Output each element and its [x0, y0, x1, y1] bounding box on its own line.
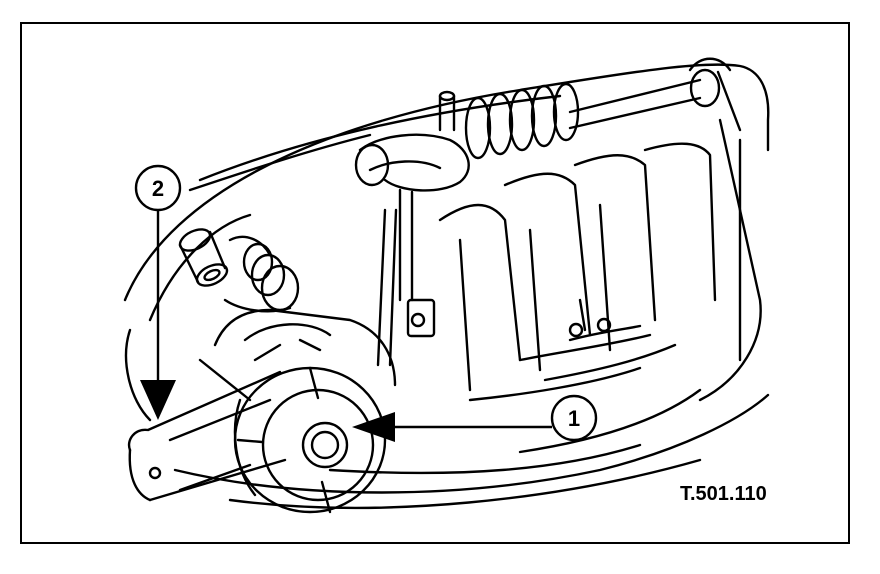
linkage-rod [354, 133, 470, 367]
coil-spring [438, 82, 580, 160]
actuator-drum [198, 308, 397, 514]
fitting-cylinder [178, 228, 229, 287]
callout-1: 1 [352, 394, 598, 442]
callout-2: 2 [134, 164, 182, 420]
top-shaft [568, 57, 742, 132]
housing-arc [148, 213, 252, 322]
callout-2-label: 2 [152, 176, 164, 201]
figure-reference-code: T.501.110 [680, 483, 767, 505]
callout-1-circle [550, 394, 598, 442]
housing-body [123, 63, 770, 510]
side-ribs [438, 142, 717, 392]
callout-2-circle [134, 164, 182, 212]
rubber-boot [223, 235, 300, 313]
callout-1-label: 1 [568, 406, 580, 431]
callout-1-arrowhead [352, 412, 395, 442]
callout-2-arrowhead [140, 380, 176, 420]
bracket-pins [568, 298, 642, 342]
lever-arm [127, 370, 287, 502]
